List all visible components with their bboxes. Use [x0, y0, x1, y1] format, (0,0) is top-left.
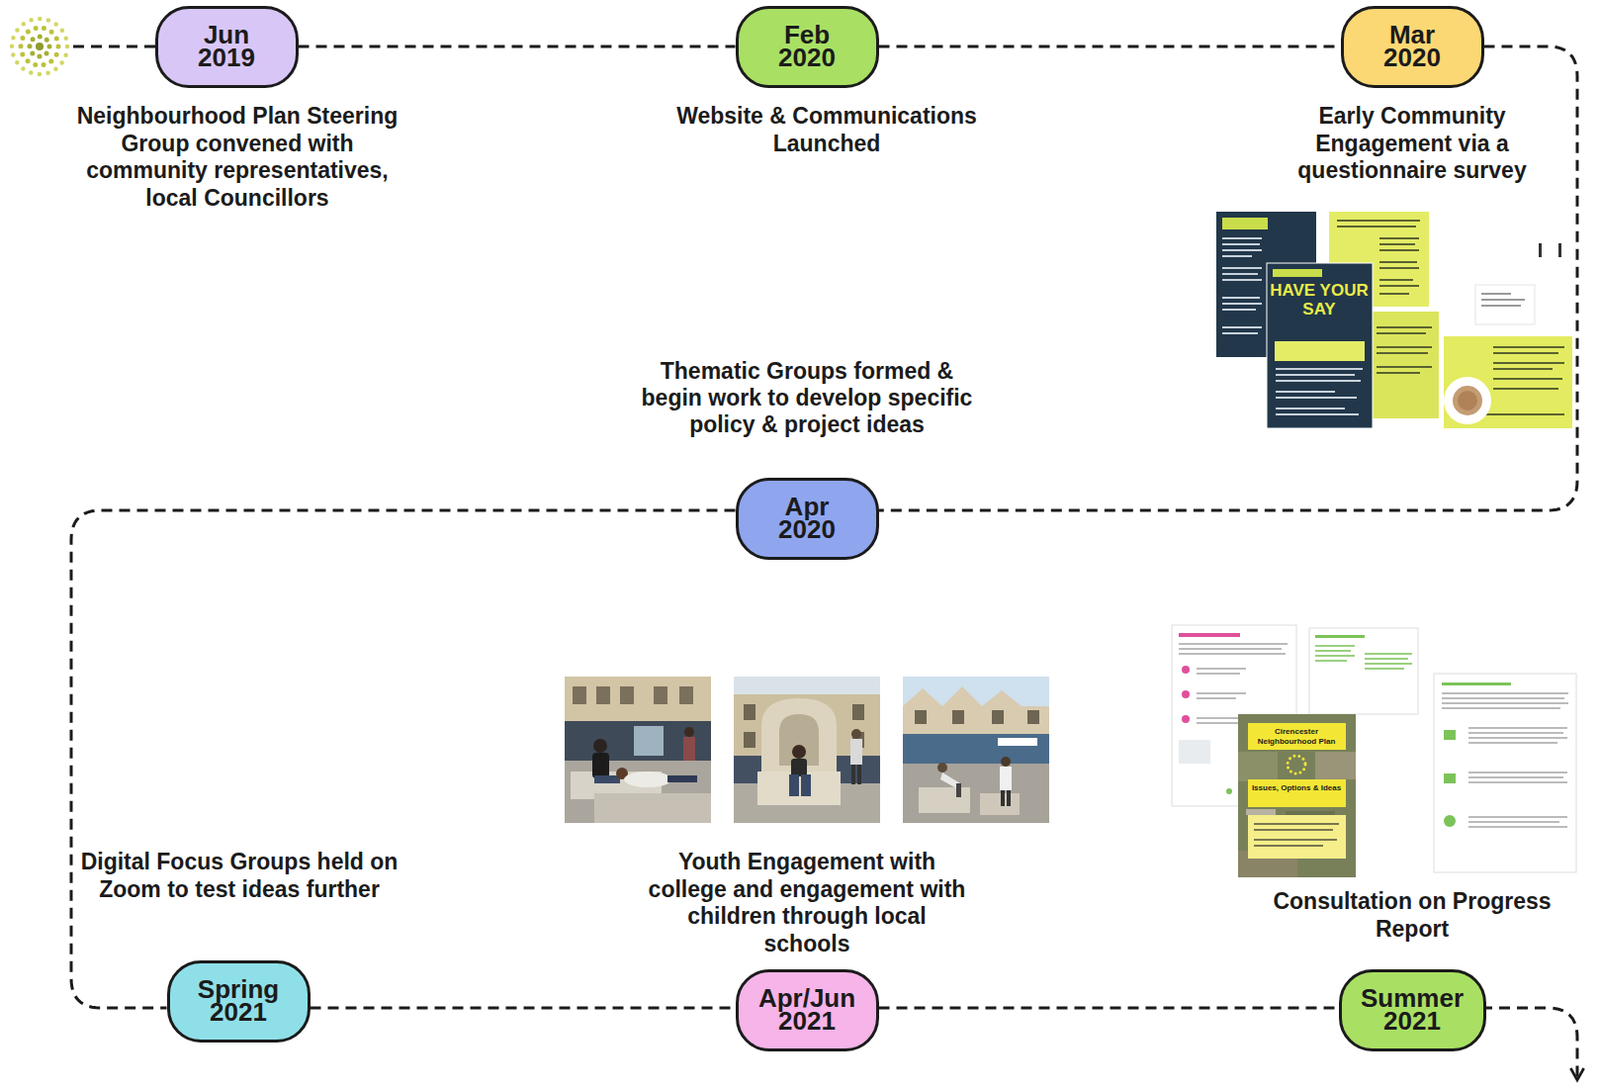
date-text: Apr 2020 — [778, 495, 836, 542]
timeline-connector — [879, 1006, 1339, 1010]
sculpture-photo — [733, 676, 881, 823]
milestone-description: Thematic Groups formed & begin work to d… — [638, 357, 976, 439]
date-pill: Apr 2020 — [735, 477, 880, 560]
street-photo — [564, 676, 712, 823]
date-text: Jun 2019 — [197, 23, 256, 71]
milestone-description: Website & Communications Launched — [643, 102, 1010, 158]
timeline-connector — [310, 1006, 736, 1010]
date-pill: Feb 2020 — [735, 5, 880, 89]
leaflet-headline: HAVE YOUR SAY — [1267, 280, 1371, 319]
milestone-description: Digital Focus Groups held on Zoom to tes… — [76, 848, 403, 903]
timeline-connector — [879, 45, 1341, 49]
date-text: Summer 2021 — [1360, 986, 1464, 1034]
start-emblem — [11, 18, 68, 75]
street-photo — [902, 676, 1050, 823]
date-pill: Jun 2019 — [155, 5, 299, 89]
report-collage — [1171, 624, 1577, 878]
leaflet-collage — [1216, 211, 1573, 429]
milestone-description: Youth Engagement with college and engage… — [643, 848, 971, 958]
timeline-connector — [71, 510, 736, 1008]
cover-subtitle: Issues, Options & Ideas — [1248, 783, 1345, 794]
start-line — [73, 45, 169, 49]
timeline-connector — [298, 45, 736, 49]
milestone-description: Consultation on Progress Report — [1248, 888, 1576, 943]
date-pill: Summer 2021 — [1338, 969, 1487, 1052]
date-pill: Spring 2021 — [167, 960, 311, 1043]
date-pill: Apr/Jun 2021 — [735, 969, 880, 1052]
date-pill: Mar 2020 — [1340, 5, 1485, 89]
cover-title: Cirencester Neighbourhood Plan — [1248, 726, 1345, 747]
milestone-description: Early Community Engagement via a questio… — [1263, 102, 1561, 185]
date-text: Feb 2020 — [778, 23, 836, 71]
date-text: Apr/Jun 2021 — [758, 986, 856, 1034]
date-text: Spring 2021 — [197, 977, 279, 1025]
timeline-connector — [879, 46, 1579, 511]
milestone-description: Neighbourhood Plan Steering Group conven… — [74, 102, 401, 212]
date-text: Mar 2020 — [1383, 23, 1441, 71]
